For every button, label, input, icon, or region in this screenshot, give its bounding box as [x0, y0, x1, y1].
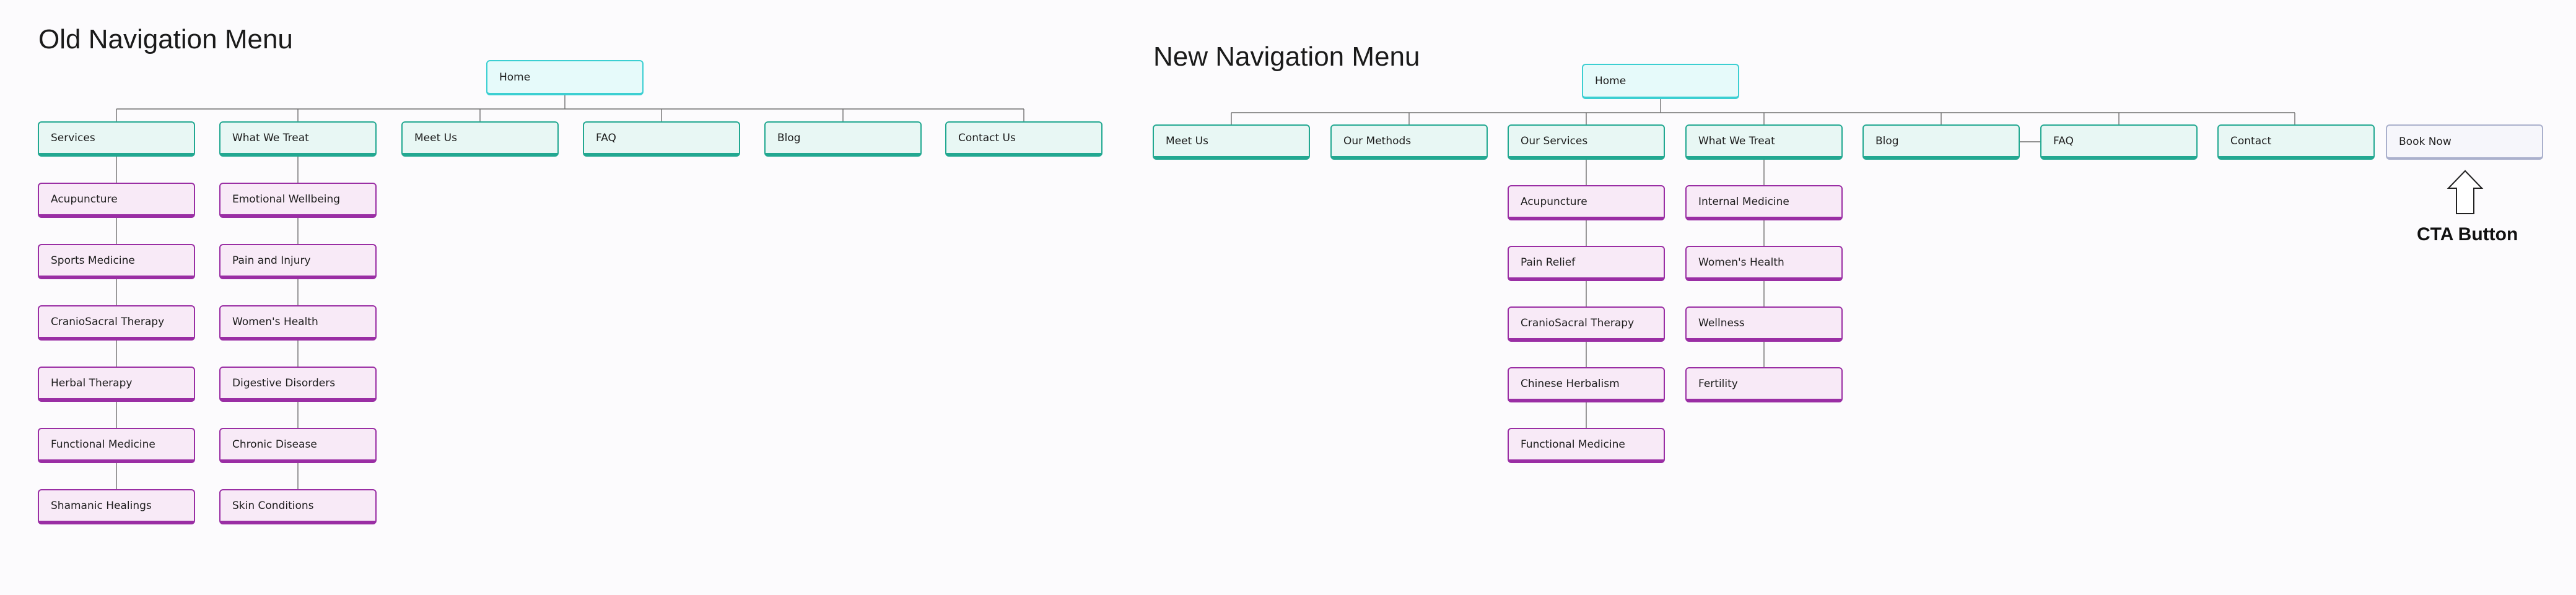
old-treat-child[interactable]: Emotional Wellbeing	[219, 183, 377, 218]
old-services-child[interactable]: Sports Medicine	[38, 244, 195, 279]
new-nav-contact[interactable]: Contact	[2217, 124, 2375, 160]
new-treat-child[interactable]: Wellness	[1685, 306, 1843, 342]
new-services-child[interactable]: Functional Medicine	[1508, 428, 1665, 463]
new-treat-child[interactable]: Women's Health	[1685, 246, 1843, 281]
old-services-child[interactable]: Functional Medicine	[38, 428, 195, 463]
new-nav-meet-us[interactable]: Meet Us	[1153, 124, 1310, 160]
new-nav-book-now-button[interactable]: Book Now	[2386, 124, 2543, 160]
new-nav-our-methods[interactable]: Our Methods	[1330, 124, 1488, 160]
old-nav-blog[interactable]: Blog	[764, 121, 922, 157]
new-menu-title: New Navigation Menu	[1153, 41, 1420, 72]
old-treat-child[interactable]: Skin Conditions	[219, 489, 377, 524]
new-nav-our-services[interactable]: Our Services	[1508, 124, 1665, 160]
old-services-child[interactable]: Herbal Therapy	[38, 367, 195, 402]
new-treat-child[interactable]: Internal Medicine	[1685, 185, 1843, 220]
old-services-child[interactable]: Shamanic Healings	[38, 489, 195, 524]
old-treat-child[interactable]: Pain and Injury	[219, 244, 377, 279]
old-nav-faq[interactable]: FAQ	[583, 121, 740, 157]
old-nav-services[interactable]: Services	[38, 121, 195, 157]
new-nav-blog[interactable]: Blog	[1862, 124, 2020, 160]
new-nav-faq[interactable]: FAQ	[2040, 124, 2198, 160]
old-nav-contact-us[interactable]: Contact Us	[945, 121, 1102, 157]
new-treat-child[interactable]: Fertility	[1685, 367, 1843, 402]
old-treat-child[interactable]: Women's Health	[219, 305, 377, 341]
new-home-node[interactable]: Home	[1582, 64, 1739, 99]
old-treat-child[interactable]: Digestive Disorders	[219, 367, 377, 402]
old-nav-what-we-treat[interactable]: What We Treat	[219, 121, 377, 157]
new-services-child[interactable]: CranioSacral Therapy	[1508, 306, 1665, 342]
old-services-child[interactable]: CranioSacral Therapy	[38, 305, 195, 341]
new-services-child[interactable]: Acupuncture	[1508, 185, 1665, 220]
old-home-node[interactable]: Home	[486, 60, 644, 95]
old-menu-title: Old Navigation Menu	[38, 24, 293, 54]
old-nav-meet-us[interactable]: Meet Us	[401, 121, 559, 157]
old-services-child[interactable]: Acupuncture	[38, 183, 195, 218]
old-treat-child[interactable]: Chronic Disease	[219, 428, 377, 463]
cta-arrow-icon	[2447, 170, 2484, 214]
cta-button-label: CTA Button	[2417, 224, 2518, 245]
new-nav-what-we-treat[interactable]: What We Treat	[1685, 124, 1843, 160]
new-services-child[interactable]: Chinese Herbalism	[1508, 367, 1665, 402]
new-services-child[interactable]: Pain Relief	[1508, 246, 1665, 281]
